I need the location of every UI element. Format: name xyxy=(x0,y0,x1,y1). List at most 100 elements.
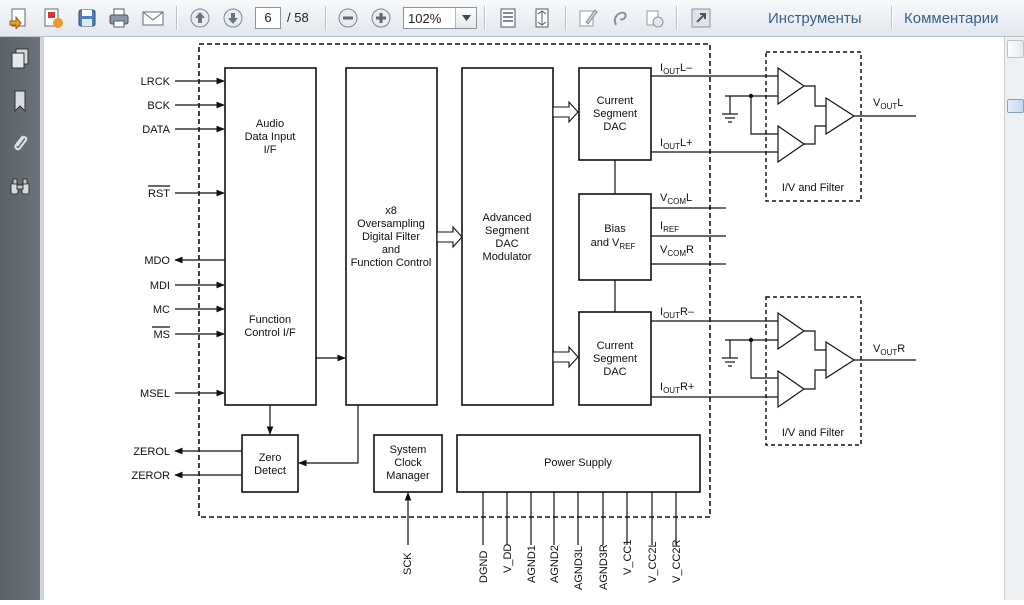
pin-data: DATA xyxy=(142,124,170,136)
vout-r-suffix: R xyxy=(897,343,905,355)
bias-block xyxy=(578,193,652,281)
pin-dgnd: DGND xyxy=(478,551,490,583)
dac-top-line3: DAC xyxy=(603,121,626,133)
zoom-value: 102% xyxy=(408,11,442,26)
iv-filter-bottom-label: I/V and Filter xyxy=(782,427,845,439)
email-icon[interactable] xyxy=(140,5,166,31)
full-screen-icon[interactable] xyxy=(529,5,555,31)
zoom-select[interactable]: 102% xyxy=(403,7,477,29)
document-page: Audio Data Input I/F Function Control I/… xyxy=(44,37,1004,600)
pin-vcc2l: V_CC2L xyxy=(647,541,659,583)
iref-main: I xyxy=(660,220,663,232)
audio-if-line1: Audio xyxy=(256,118,284,130)
iv-filter-top-box xyxy=(765,51,862,202)
filter-block xyxy=(345,67,438,406)
vcom-r: VCOMR xyxy=(660,244,694,258)
pin-zerol: ZEROL xyxy=(133,446,170,458)
vcom-l: VCOML xyxy=(660,192,692,206)
create-pdf-icon[interactable] xyxy=(6,5,32,31)
tools-tab[interactable]: Инструменты xyxy=(768,10,862,27)
dac-bottom-line1: Current xyxy=(597,340,634,352)
vcom-l-suffix: L xyxy=(686,192,692,204)
bias-line2-main: and V xyxy=(591,237,620,249)
iout-r-minus-main: I xyxy=(660,306,663,318)
clock-manager-block xyxy=(373,434,443,493)
fit-page-icon[interactable] xyxy=(495,5,521,31)
vout-r: VOUTR xyxy=(873,343,905,357)
iout-r-minus: IOUTR– xyxy=(660,306,695,320)
stamp-icon[interactable] xyxy=(641,5,667,31)
pin-ms: MS xyxy=(154,329,171,341)
zero-detect-line1: Zero xyxy=(259,452,282,464)
filter-line5: Function Control xyxy=(351,257,432,269)
modulator-line3: DAC xyxy=(495,238,518,250)
annotate-icon[interactable] xyxy=(608,5,634,31)
print-icon[interactable] xyxy=(106,5,132,31)
vertical-scrollbar[interactable] xyxy=(1004,37,1024,600)
bias-line2: and VREF xyxy=(591,237,636,251)
modulator-line2: Segment xyxy=(485,225,529,237)
pin-agnd3l: AGND3L xyxy=(573,546,585,590)
iout-l-minus-sub: OUT xyxy=(663,67,680,76)
navigation-pane xyxy=(0,37,40,600)
attachments-icon[interactable] xyxy=(6,129,34,157)
dac-top-line1: Current xyxy=(597,95,634,107)
function-if-line2: Control I/F xyxy=(244,327,296,339)
zero-detect-block xyxy=(241,434,299,493)
save-icon[interactable] xyxy=(74,5,100,31)
interface-block xyxy=(224,67,317,406)
iout-r-plus: IOUTR+ xyxy=(660,381,694,395)
expand-icon[interactable] xyxy=(688,5,714,31)
iref-sub: REF xyxy=(663,225,679,234)
pin-zeror: ZEROR xyxy=(132,470,171,482)
vcom-r-sub: COM xyxy=(667,249,686,258)
chevron-down-icon[interactable] xyxy=(455,8,476,28)
filter-line4: and xyxy=(382,244,400,256)
iout-l-plus-suffix: L+ xyxy=(680,137,693,149)
iout-r-plus-sub: OUT xyxy=(663,386,680,395)
pin-sck: SCK xyxy=(402,552,414,575)
modulator-line1: Advanced xyxy=(483,212,532,224)
pin-mdo: MDO xyxy=(144,255,170,267)
next-page-icon[interactable] xyxy=(220,5,246,31)
scroll-thumb[interactable] xyxy=(1007,99,1024,113)
iout-l-plus: IOUTL+ xyxy=(660,137,693,151)
iout-r-minus-sub: OUT xyxy=(663,311,680,320)
export-pdf-icon[interactable] xyxy=(40,5,66,31)
search-icon[interactable] xyxy=(6,173,34,201)
bookmarks-icon[interactable] xyxy=(6,87,34,115)
page-number-input[interactable]: 6 xyxy=(255,7,281,29)
modulator-block xyxy=(461,67,554,406)
iv-filter-top-label: I/V and Filter xyxy=(782,182,845,194)
vcom-l-sub: COM xyxy=(667,197,686,206)
iout-r-plus-suffix: R+ xyxy=(680,381,694,393)
dac-bottom-line2: Segment xyxy=(593,353,637,365)
vcom-r-suffix: R xyxy=(686,244,694,256)
pane-divider[interactable] xyxy=(40,37,44,600)
scroll-up-button[interactable] xyxy=(1007,40,1024,58)
zoom-out-icon[interactable] xyxy=(335,5,361,31)
dac-bottom-block xyxy=(578,311,652,406)
filter-line3: Digital Filter xyxy=(362,231,420,243)
zoom-in-icon[interactable] xyxy=(368,5,394,31)
iout-l-minus: IOUTL– xyxy=(660,62,693,76)
iout-l-minus-main: I xyxy=(660,62,663,74)
vout-r-main: V xyxy=(873,343,881,355)
comments-tab[interactable]: Комментарии xyxy=(904,10,999,27)
vcom-r-main: V xyxy=(660,244,668,256)
pin-vcc2r: V_CC2R xyxy=(671,540,683,583)
iref: IREF xyxy=(660,220,679,234)
previous-page-icon[interactable] xyxy=(187,5,213,31)
clock-manager-line3: Manager xyxy=(386,470,430,482)
bias-line1: Bias xyxy=(604,223,626,235)
page-thumbnails-icon[interactable] xyxy=(6,45,34,73)
pin-agnd1: AGND1 xyxy=(526,545,538,583)
iout-l-plus-main: I xyxy=(660,137,663,149)
zero-detect-line2: Detect xyxy=(254,465,286,477)
pin-agnd3r: AGND3R xyxy=(598,544,610,590)
iout-l-minus-suffix: L– xyxy=(680,62,693,74)
pin-rst: RST xyxy=(148,188,170,200)
filter-line2: Oversampling xyxy=(357,218,425,230)
sign-icon[interactable] xyxy=(575,5,601,31)
dac-top-block xyxy=(578,67,652,161)
